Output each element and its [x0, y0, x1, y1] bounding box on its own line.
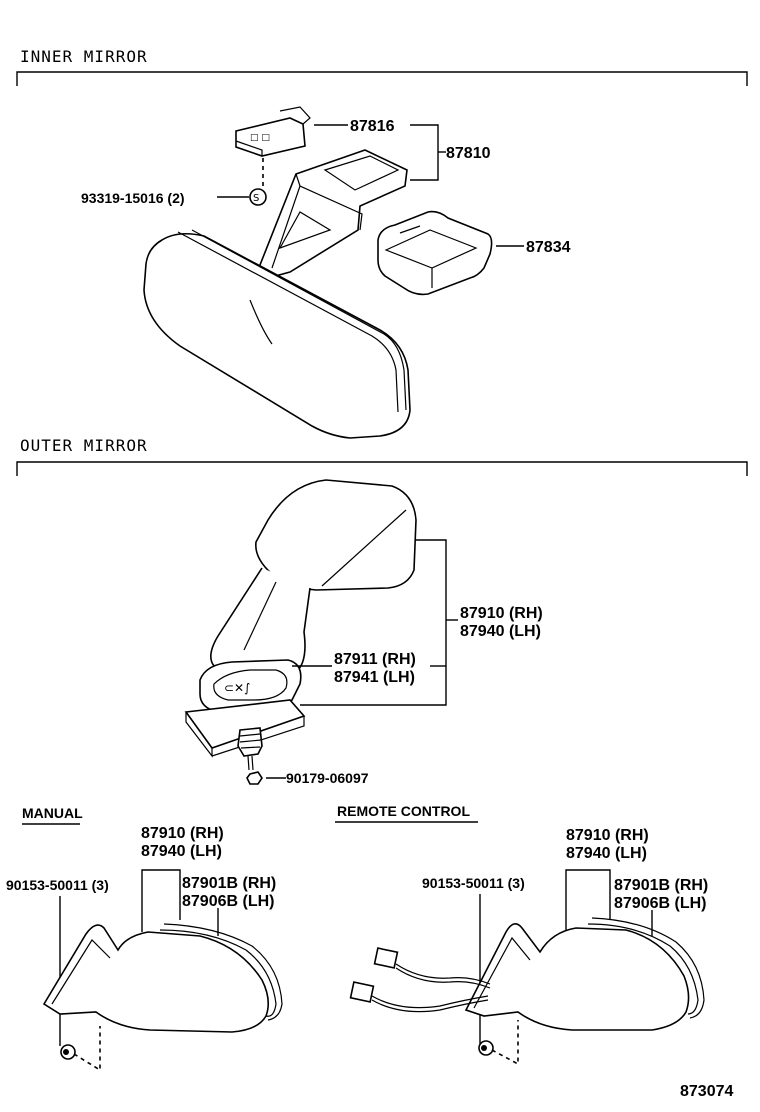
leader-manual-87910 — [141, 869, 181, 932]
leader-remote-87910 — [565, 869, 611, 932]
svg-text:⊂✕∫: ⊂✕∫ — [224, 681, 250, 695]
svg-text:□ □: □ □ — [250, 133, 270, 143]
label-outer-87940: 87940 (LH) — [460, 623, 541, 640]
label-manual-87906b: 87906B (LH) — [182, 893, 274, 910]
label-remote-87940: 87940 (LH) — [566, 845, 647, 862]
label-87816: 87816 — [350, 118, 395, 135]
label-outer-87911: 87911 (RH) — [334, 651, 416, 668]
figure-number: 873074 — [680, 1083, 733, 1100]
label-manual-87901b: 87901B (RH) — [182, 875, 276, 892]
outer-mirror-assembly-drawing: ⊂✕∫ — [184, 479, 417, 785]
inner-mirror-title: INNER MIRROR — [20, 47, 148, 66]
label-manual-90153: 90153-50011 (3) — [6, 877, 109, 893]
label-remote-90153: 90153-50011 (3) — [422, 875, 525, 891]
label-remote-87901b: 87901B (RH) — [614, 877, 708, 894]
remote-mirror-drawing — [464, 917, 705, 1056]
leader-87910-bracket — [300, 539, 447, 706]
mount-bracket-drawing: □ □ — [235, 106, 311, 157]
leader-87810-bracket — [410, 124, 439, 181]
manual-mirror-drawing — [42, 923, 283, 1060]
manual-title: MANUAL — [22, 805, 83, 821]
wire-harness-drawing — [349, 947, 491, 1013]
inner-section-bracket — [16, 71, 748, 86]
label-87834: 87834 — [526, 239, 571, 256]
label-remote-87910: 87910 (RH) — [566, 827, 649, 844]
label-manual-87940: 87940 (LH) — [141, 843, 222, 860]
label-87810: 87810 — [446, 145, 491, 162]
inner-mirror-body-drawing — [143, 229, 411, 439]
outer-mirror-title: OUTER MIRROR — [20, 436, 148, 455]
label-90179: 90179-06097 — [286, 770, 369, 786]
label-outer-87910: 87910 (RH) — [460, 605, 543, 622]
label-manual-87910: 87910 (RH) — [141, 825, 224, 842]
remote-title: REMOTE CONTROL — [337, 803, 470, 819]
screw-drawing: S — [249, 188, 267, 206]
remote-screw-guide — [491, 1020, 519, 1066]
outer-section-bracket — [16, 461, 748, 476]
label-outer-87941: 87941 (LH) — [334, 669, 415, 686]
manual-screw-guide — [73, 1026, 101, 1072]
svg-text:S: S — [253, 193, 259, 204]
label-93319: 93319-15016 (2) — [81, 190, 185, 206]
mirror-cover-drawing — [377, 210, 493, 296]
label-remote-87906b: 87906B (LH) — [614, 895, 706, 912]
